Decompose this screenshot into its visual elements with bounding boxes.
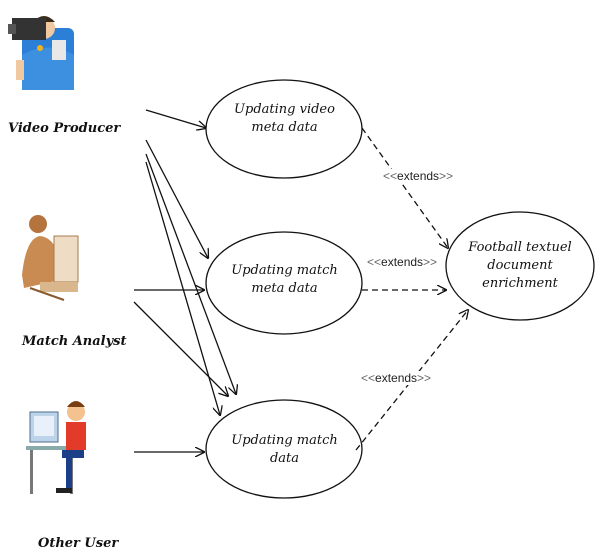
actor-label-other-user: Other User — [38, 536, 119, 551]
uc-line: Football textuel — [468, 240, 572, 255]
uc-label-updating-match-data: Updating match data — [212, 432, 357, 468]
assoc-producer-match-meta — [145, 139, 208, 258]
extends-text: extends — [381, 255, 424, 269]
extends-label-3: <<extends>> — [360, 371, 433, 385]
close-mark: >> — [439, 169, 454, 183]
extends-label-2: <<extends>> — [366, 255, 439, 269]
extends-line-video-meta — [361, 127, 448, 248]
uc-label-updating-match-meta-data: Updating match meta data — [212, 262, 357, 298]
video-producer-figure — [8, 16, 74, 90]
open-mark: << — [361, 371, 376, 385]
extends-relations — [355, 127, 468, 451]
uc-line: Updating video — [234, 102, 335, 117]
associations — [133, 109, 236, 452]
uc-label-football-enrichment: Football textuel document enrichment — [450, 239, 590, 293]
uc-line: meta data — [251, 281, 318, 296]
close-mark: >> — [423, 255, 438, 269]
assoc-producer-match-data-1 — [145, 153, 236, 394]
match-analyst-figure — [22, 215, 79, 301]
close-mark: >> — [417, 371, 432, 385]
uc-line: data — [269, 451, 300, 466]
uc-line: Updating match — [231, 433, 338, 448]
uc-line: Updating match — [231, 263, 338, 278]
other-user-figure — [26, 401, 86, 494]
uc-line: meta data — [251, 120, 318, 135]
use-case-updating-match-data — [205, 399, 363, 499]
use-case-updating-match-meta-data — [205, 231, 363, 335]
assoc-analyst-match-data — [133, 301, 228, 396]
open-mark: << — [383, 169, 398, 183]
actor-label-match-analyst: Match Analyst — [22, 334, 127, 349]
open-mark: << — [367, 255, 382, 269]
uc-line: document — [487, 258, 553, 273]
uc-label-updating-video-meta-data: Updating video meta data — [212, 101, 357, 137]
uc-line: enrichment — [482, 276, 558, 291]
actor-label-video-producer: Video Producer — [8, 121, 121, 136]
assoc-producer-video-meta — [145, 109, 206, 128]
extends-text: extends — [375, 371, 418, 385]
extends-label-1: <<extends>> — [382, 169, 455, 183]
use-case-football-enrichment — [445, 211, 595, 321]
assoc-producer-match-data-2 — [145, 161, 220, 415]
extends-text: extends — [397, 169, 440, 183]
